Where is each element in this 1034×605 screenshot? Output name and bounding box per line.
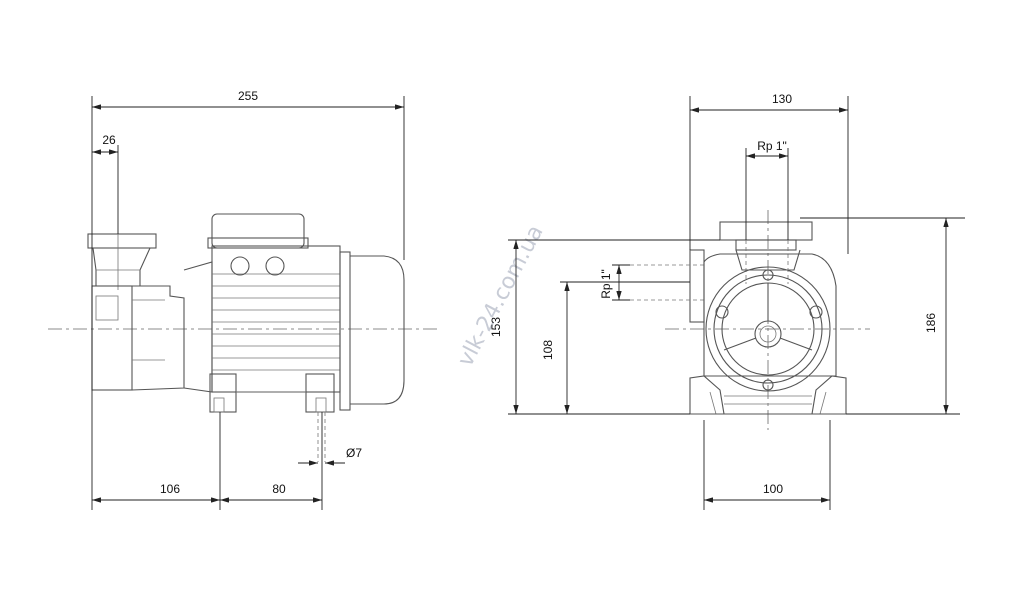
dim-overall-height: 186: [924, 313, 938, 333]
dim-inlet-to-foot: 106: [160, 482, 180, 496]
watermark: vlk-24.com.ua: [453, 221, 548, 371]
dim-bolt-hole: Ø7: [346, 446, 362, 460]
dim-shaft-height: 108: [541, 340, 555, 360]
dim-overall-width: 130: [772, 92, 792, 106]
motor-flange: [703, 253, 837, 392]
side-view: 255 26 106 80 Ø7: [48, 89, 438, 510]
dim-outlet-thread: Rp 1": [757, 139, 787, 153]
inlet-stub: [87, 233, 157, 290]
dim-inlet-thread: Rp 1": [599, 269, 613, 299]
dim-foot-spacing: 80: [272, 482, 286, 496]
mounting-feet: [689, 375, 847, 415]
dim-outlet-height: 153: [489, 317, 503, 337]
dim-overall-length: 255: [238, 89, 258, 103]
pump-housing: [91, 261, 213, 393]
motor-body: [207, 213, 405, 413]
front-view: 130 Rp 1" Rp 1" 153 108 186 100: [489, 92, 965, 510]
dim-foot-width: 100: [763, 482, 783, 496]
inlet-port: [630, 249, 705, 323]
dim-inlet-offset: 26: [102, 133, 116, 147]
